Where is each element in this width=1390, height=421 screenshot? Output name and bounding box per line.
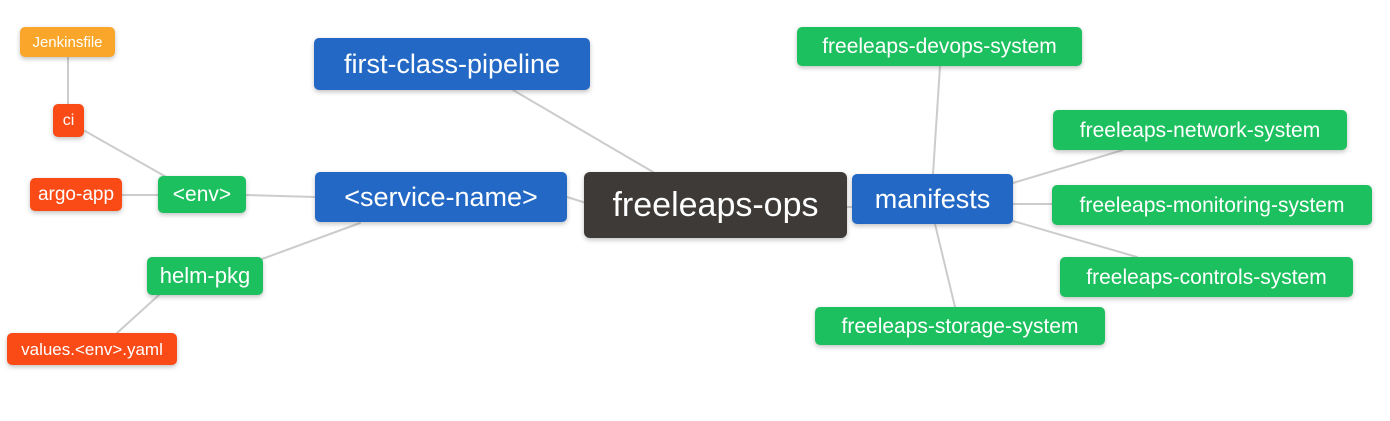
node-ci[interactable]: ci bbox=[53, 104, 84, 137]
node-label: argo-app bbox=[37, 184, 115, 205]
node-label: freeleaps-devops-system bbox=[822, 35, 1057, 58]
node-values-env-yaml[interactable]: values.<env>.yaml bbox=[7, 333, 177, 365]
node-label: ci bbox=[62, 111, 75, 129]
node-label: freeleaps-ops bbox=[612, 186, 819, 224]
node-network-system[interactable]: freeleaps-network-system bbox=[1053, 110, 1347, 150]
node-first-class-pipeline[interactable]: first-class-pipeline bbox=[314, 38, 590, 90]
node-label: first-class-pipeline bbox=[343, 48, 561, 79]
node-devops-system[interactable]: freeleaps-devops-system bbox=[797, 27, 1082, 66]
node-label: <env> bbox=[172, 183, 232, 206]
node-label: values.<env>.yaml bbox=[21, 339, 163, 359]
node-argo-app[interactable]: argo-app bbox=[30, 178, 122, 211]
node-freeleaps-ops[interactable]: freeleaps-ops bbox=[584, 172, 847, 238]
node-label: freeleaps-network-system bbox=[1079, 118, 1321, 142]
node-manifests[interactable]: manifests bbox=[852, 174, 1013, 224]
node-label: manifests bbox=[874, 183, 991, 214]
node-storage-system[interactable]: freeleaps-storage-system bbox=[815, 307, 1105, 345]
node-controls-system[interactable]: freeleaps-controls-system bbox=[1060, 257, 1353, 297]
node-helm-pkg[interactable]: helm-pkg bbox=[147, 257, 263, 295]
node-label: freeleaps-monitoring-system bbox=[1079, 193, 1345, 217]
node-env[interactable]: <env> bbox=[158, 176, 246, 213]
node-label: Jenkinsfile bbox=[32, 33, 103, 51]
node-label: freeleaps-storage-system bbox=[841, 314, 1079, 338]
node-monitoring-system[interactable]: freeleaps-monitoring-system bbox=[1052, 185, 1372, 225]
node-label: <service-name> bbox=[344, 181, 538, 212]
node-service-name[interactable]: <service-name> bbox=[315, 172, 567, 222]
node-jenkinsfile[interactable]: Jenkinsfile bbox=[20, 27, 115, 57]
node-label: freeleaps-controls-system bbox=[1086, 265, 1327, 289]
node-label: helm-pkg bbox=[159, 263, 251, 288]
